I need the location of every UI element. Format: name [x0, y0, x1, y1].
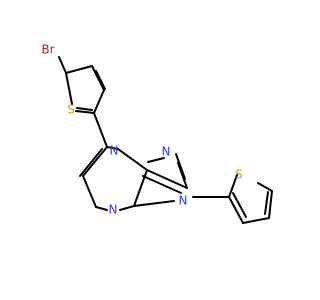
sulfur-atom-label: S: [235, 168, 243, 182]
nitrogen-atom-label: N: [162, 145, 171, 159]
bond: [268, 190, 273, 219]
bond: [82, 146, 108, 177]
bond: [228, 174, 238, 198]
nitrogen-atom-label: N: [179, 194, 188, 208]
bond: [242, 217, 270, 224]
bond: [264, 191, 269, 215]
bond: [95, 206, 108, 211]
bond: [93, 89, 105, 114]
bond: [147, 157, 165, 163]
bond: [58, 56, 67, 74]
nitrogen-atom-label: N: [110, 144, 119, 158]
bond: [119, 205, 135, 211]
bond: [95, 70, 106, 90]
nitrogen-atom-label: N: [109, 203, 118, 217]
bond: [75, 110, 95, 114]
bond: [65, 72, 73, 105]
bond: [82, 175, 97, 208]
sulfur-atom-label: S: [67, 103, 75, 117]
bond: [79, 148, 103, 177]
bond: [133, 200, 175, 207]
bond: [133, 169, 148, 207]
bond: [228, 196, 244, 224]
bond: [146, 169, 188, 189]
bond: [76, 107, 93, 111]
bromine-atom-label: Br: [41, 43, 54, 57]
bond: [257, 182, 273, 192]
bond: [93, 112, 108, 148]
bond: [91, 65, 105, 91]
bromothiophene-ring: [58, 56, 106, 114]
bond: [177, 162, 188, 189]
bond: [142, 175, 182, 194]
molecule-structure: Br S N N N N S: [41, 43, 273, 224]
bond: [232, 192, 247, 218]
bond: [106, 146, 119, 150]
thiophene-ring: [192, 174, 273, 224]
bond: [65, 65, 93, 74]
molecule-diagram: Br S N N N N S: [41, 43, 273, 224]
fused-ring-system: [79, 146, 188, 211]
bond: [117, 148, 148, 171]
bond: [175, 153, 186, 180]
